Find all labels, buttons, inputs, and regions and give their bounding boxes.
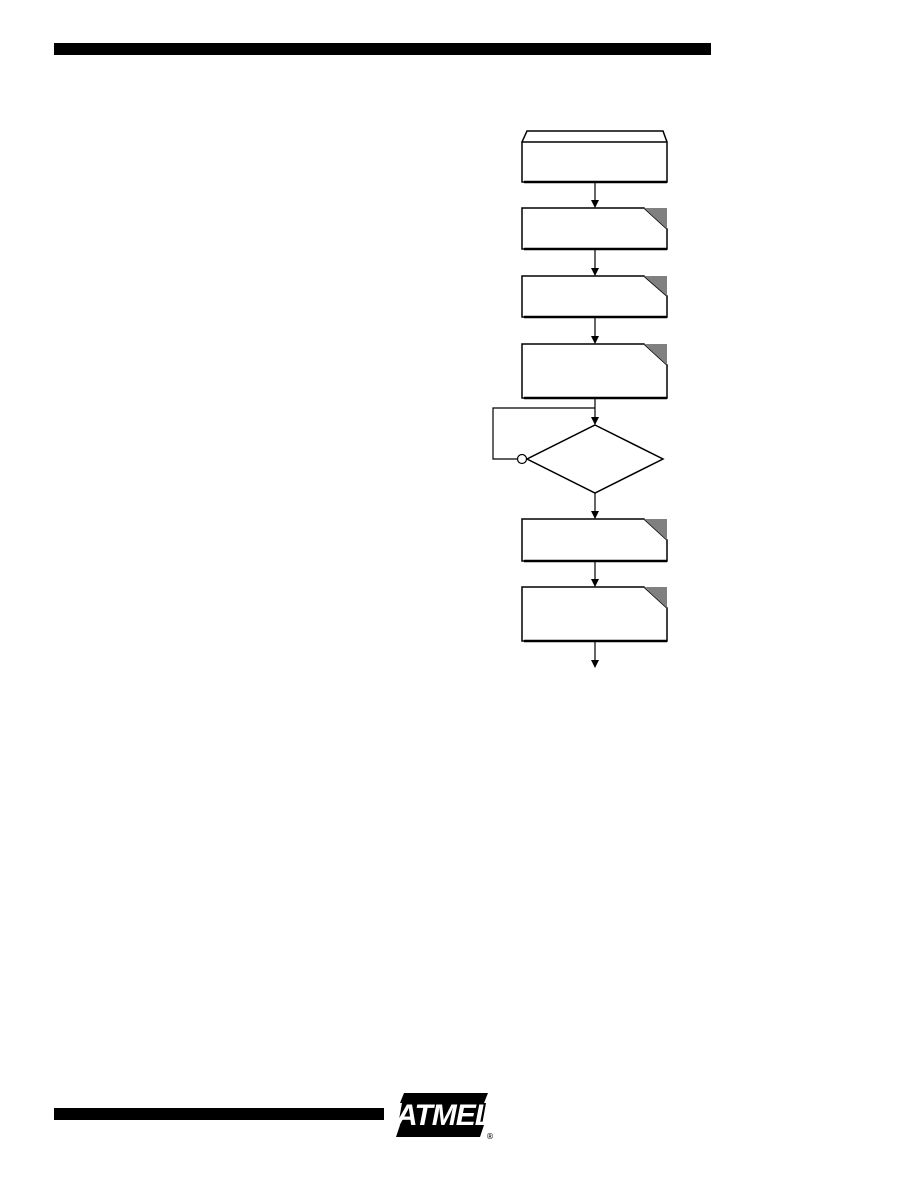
atmel-logo-graphic bbox=[396, 1093, 488, 1137]
flowchart-diagram bbox=[492, 130, 668, 668]
registered-mark: ® bbox=[486, 1132, 494, 1141]
header-rule bbox=[54, 43, 711, 55]
flow-node-step-4 bbox=[521, 518, 668, 563]
flow-loop-back bbox=[492, 407, 595, 465]
flow-node-start bbox=[521, 130, 668, 184]
flow-node-decision bbox=[525, 424, 665, 494]
atmel-logo-text: ATMEL bbox=[396, 1099, 493, 1132]
footer-rule bbox=[54, 1108, 384, 1120]
flow-node-step-1 bbox=[521, 207, 668, 251]
flow-node-step-2 bbox=[521, 275, 668, 319]
atmel-logo: ATMEL ® bbox=[396, 1091, 494, 1141]
flow-node-step-3 bbox=[521, 343, 668, 400]
flow-node-step-5 bbox=[521, 586, 668, 643]
